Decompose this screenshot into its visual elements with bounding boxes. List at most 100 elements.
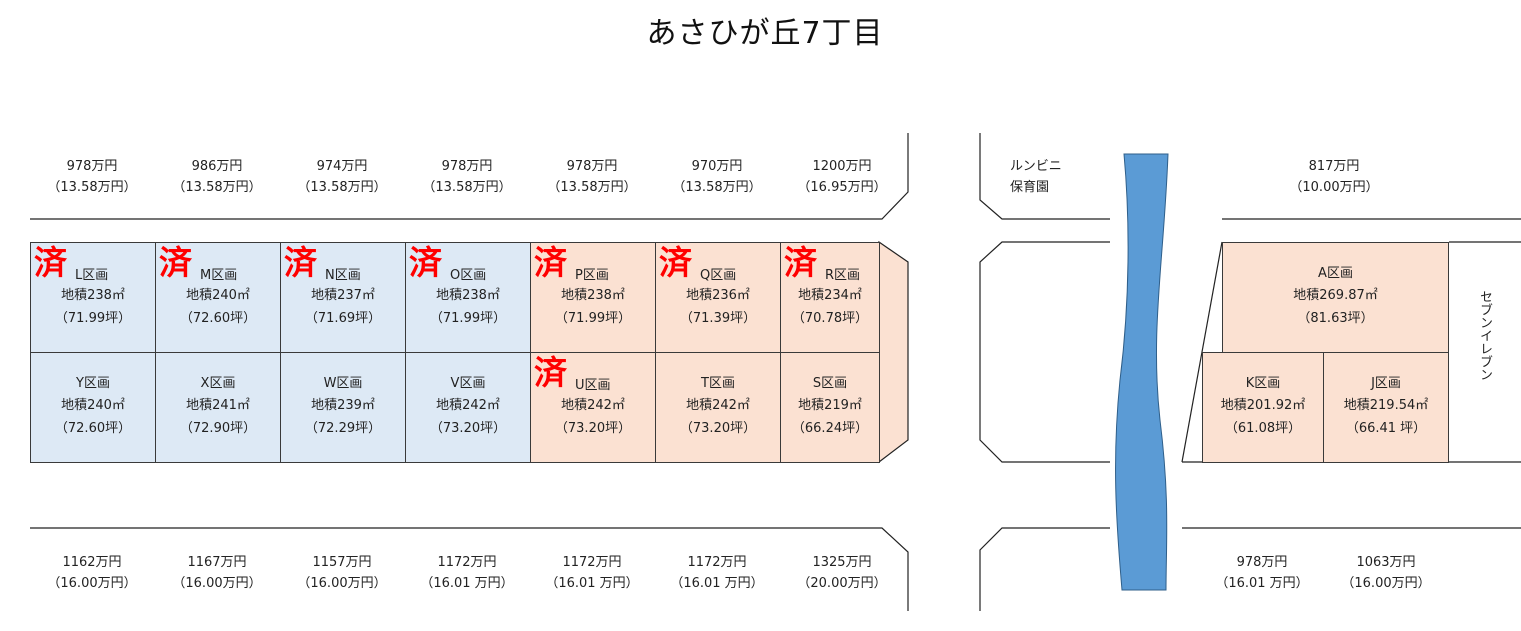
lot-name: J区画 bbox=[1371, 376, 1401, 391]
lot-name: N区画 bbox=[325, 268, 361, 283]
lot-name: R区画 bbox=[825, 268, 861, 283]
lot-area: 地積269.87㎡ bbox=[1293, 288, 1378, 303]
road-edge-bottom-mid bbox=[979, 527, 1110, 611]
lot-tsubo: （73.20坪） bbox=[554, 421, 632, 436]
lot-area: 地積240㎡ bbox=[186, 288, 250, 303]
lot-a: A区画地積269.87㎡ （81.63坪） bbox=[1222, 242, 1449, 353]
lot-tsubo: （66.41 坪） bbox=[1345, 421, 1427, 436]
price-label: 978万円（13.58万円） bbox=[47, 159, 137, 195]
road-edge-island bbox=[979, 241, 1110, 463]
lot-name: M区画 bbox=[200, 268, 238, 283]
lot-area: 地積242㎡ bbox=[436, 398, 500, 413]
lot-tsubo: （72.90坪） bbox=[179, 421, 257, 436]
price-label: 1172万円（16.01 万円） bbox=[670, 555, 764, 591]
lot-name: T区画 bbox=[701, 376, 735, 391]
lot-tsubo: （71.99坪） bbox=[429, 311, 507, 326]
sold-mark: 済 bbox=[659, 243, 692, 282]
lot-r-s-wedge bbox=[878, 240, 909, 464]
nursery-label: ルンビニ 保育園 bbox=[1010, 159, 1062, 195]
lot-v: V区画地積242㎡ （73.20坪） bbox=[405, 352, 531, 463]
lot-area: 地積240㎡ bbox=[61, 398, 125, 413]
lot-tsubo: （70.78坪） bbox=[791, 311, 869, 326]
road-edge-bottom-left bbox=[30, 527, 909, 611]
lot-area: 地積241㎡ bbox=[186, 398, 250, 413]
price-label: 1200万円（16.95万円） bbox=[797, 159, 887, 195]
river bbox=[1115, 153, 1169, 591]
sold-mark: 済 bbox=[534, 353, 567, 392]
price-label: 1157万円（16.00万円） bbox=[297, 555, 387, 591]
lot-tsubo: （72.29坪） bbox=[304, 421, 382, 436]
sold-mark: 済 bbox=[784, 243, 817, 282]
lot-area: 地積219.54㎡ bbox=[1343, 398, 1429, 413]
lot-tsubo: （73.20坪） bbox=[679, 421, 757, 436]
price-label: 1167万円（16.00万円） bbox=[172, 555, 262, 591]
lot-name: K区画 bbox=[1245, 376, 1281, 391]
lot-tsubo: （72.60坪） bbox=[179, 311, 257, 326]
price-label: 974万円（13.58万円） bbox=[297, 159, 387, 195]
lot-name: V区画 bbox=[450, 376, 486, 391]
sold-mark: 済 bbox=[284, 243, 317, 282]
lot-name: Y区画 bbox=[76, 376, 110, 391]
lot-s: S区画地積219㎡ （66.24坪） bbox=[780, 352, 880, 463]
lot-area: 地積234㎡ bbox=[798, 288, 862, 303]
lot-area: 地積242㎡ bbox=[561, 398, 625, 413]
page-title: あさひが丘7丁目 bbox=[646, 16, 884, 51]
lot-area: 地積238㎡ bbox=[561, 288, 625, 303]
price-label: 986万円（13.58万円） bbox=[172, 159, 262, 195]
sold-mark: 済 bbox=[34, 243, 67, 282]
lot-tsubo: （61.08坪） bbox=[1224, 421, 1302, 436]
lot-tsubo: （73.20坪） bbox=[429, 421, 507, 436]
lot-area: 地積242㎡ bbox=[686, 398, 750, 413]
price-label: 970万円（13.58万円） bbox=[672, 159, 762, 195]
lot-l: 済 L区画地積238㎡ （71.99坪） bbox=[30, 242, 156, 353]
lot-m: 済 M区画地積240㎡ （72.60坪） bbox=[155, 242, 281, 353]
lot-x: X区画地積241㎡ （72.90坪） bbox=[155, 352, 281, 463]
lot-tsubo: （72.60坪） bbox=[54, 421, 132, 436]
price-top-right: 817万円 （10.00万円） bbox=[1289, 159, 1379, 195]
lot-area: 地積219㎡ bbox=[798, 398, 862, 413]
store-label: セブンイレブン bbox=[1477, 290, 1492, 381]
lot-name: O区画 bbox=[450, 268, 487, 283]
lot-tsubo: （81.63坪） bbox=[1297, 311, 1374, 326]
lot-area: 地積237㎡ bbox=[311, 288, 375, 303]
lot-name: Q区画 bbox=[700, 268, 737, 283]
lot-tsubo: （71.39坪） bbox=[679, 311, 757, 326]
lot-name: P区画 bbox=[575, 268, 609, 283]
price-label: 1162万円（16.00万円） bbox=[47, 555, 137, 591]
lot-name: L区画 bbox=[75, 268, 109, 283]
lot-u: 済 U区画地積242㎡ （73.20坪） bbox=[530, 352, 656, 463]
price-label: 1172万円（16.01 万円） bbox=[545, 555, 639, 591]
lot-p: 済 P区画地積238㎡ （71.99坪） bbox=[530, 242, 656, 353]
road-edge-top-left bbox=[30, 133, 909, 220]
lot-j: J区画地積219.54㎡ （66.41 坪） bbox=[1323, 352, 1449, 463]
lot-w: W区画地積239㎡ （72.29坪） bbox=[280, 352, 406, 463]
lot-tsubo: （71.69坪） bbox=[304, 311, 382, 326]
lot-tsubo: （71.99坪） bbox=[554, 311, 632, 326]
lot-area: 地積239㎡ bbox=[311, 398, 375, 413]
lot-area: 地積201.92㎡ bbox=[1220, 398, 1306, 413]
lot-r: 済 R区画地積234㎡ （70.78坪） bbox=[780, 242, 880, 353]
lot-name: X区画 bbox=[200, 376, 236, 391]
lot-o: 済 O区画地積238㎡ （71.99坪） bbox=[405, 242, 531, 353]
lot-k: K区画地積201.92㎡ （61.08坪） bbox=[1202, 352, 1324, 463]
lot-area: 地積238㎡ bbox=[61, 288, 125, 303]
lot-name: A区画 bbox=[1318, 266, 1353, 281]
price-label: 1172万円（16.01 万円） bbox=[420, 555, 514, 591]
lot-name: U区画 bbox=[575, 378, 611, 393]
lot-name: S区画 bbox=[812, 376, 848, 391]
price-label: 978万円（13.58万円） bbox=[547, 159, 637, 195]
sold-mark: 済 bbox=[534, 243, 567, 282]
lot-tsubo: （71.99坪） bbox=[54, 311, 132, 326]
lot-name: W区画 bbox=[323, 376, 363, 391]
lot-t: T区画地積242㎡ （73.20坪） bbox=[655, 352, 781, 463]
road-edge-nursery bbox=[979, 133, 1110, 220]
price-label: 1063万円（16.00万円） bbox=[1341, 555, 1431, 591]
lot-area: 地積238㎡ bbox=[436, 288, 500, 303]
sold-mark: 済 bbox=[409, 243, 442, 282]
lot-y: Y区画地積240㎡ （72.60坪） bbox=[30, 352, 156, 463]
lot-n: 済 N区画地積237㎡ （71.69坪） bbox=[280, 242, 406, 353]
sold-mark: 済 bbox=[159, 243, 192, 282]
lot-tsubo: （66.24坪） bbox=[791, 421, 869, 436]
lot-area: 地積236㎡ bbox=[686, 288, 750, 303]
lot-q: 済 Q区画地積236㎡ （71.39坪） bbox=[655, 242, 781, 353]
